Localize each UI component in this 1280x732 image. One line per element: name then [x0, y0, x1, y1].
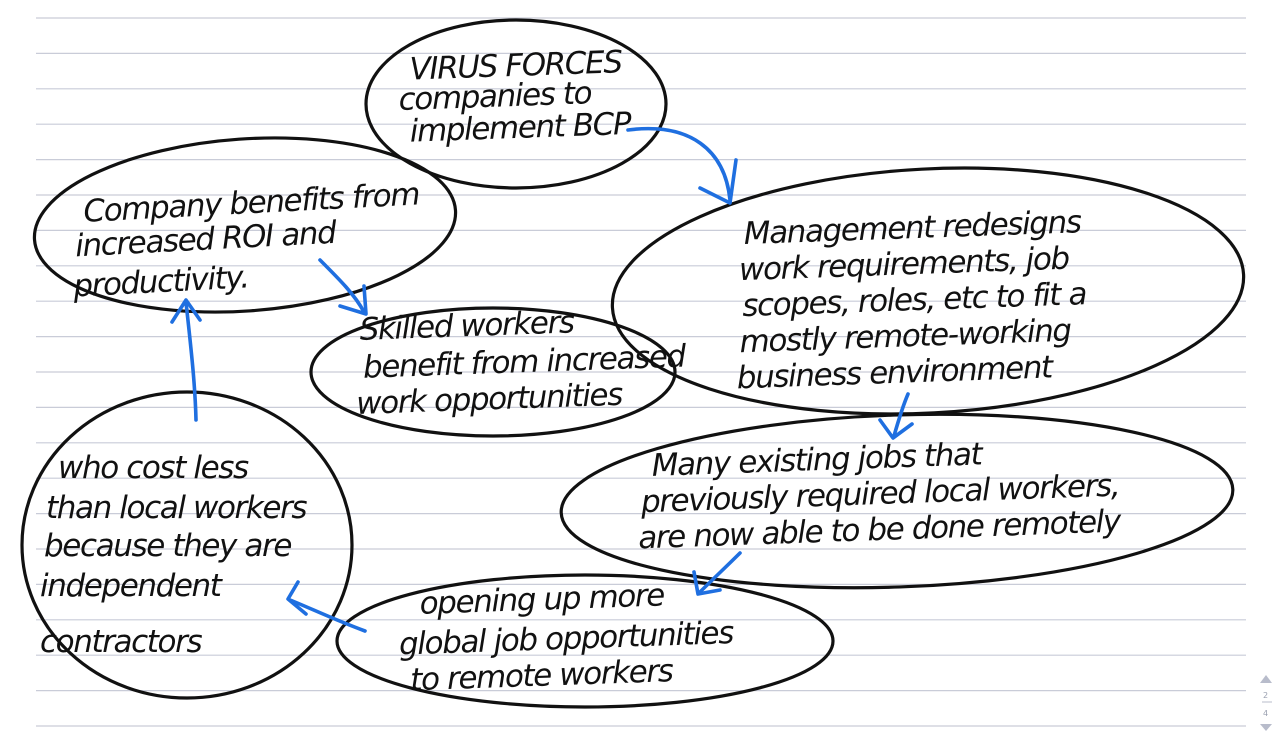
- node-skilled-workers-line: Skilled workers: [359, 304, 575, 347]
- node-cost-less-text: who cost less than local workers because…: [40, 450, 315, 660]
- page-up-icon[interactable]: [1260, 675, 1272, 683]
- node-cost-less-line: contractors: [40, 624, 202, 660]
- node-skilled-workers-oval: [309, 306, 677, 438]
- node-existing-jobs-text: Many existing jobs that previously requi…: [635, 431, 1129, 556]
- node-skilled-workers-text: Skilled workers benefit from increased w…: [353, 300, 695, 422]
- current-page: 2: [1263, 691, 1268, 700]
- node-cost-less-oval: [20, 390, 354, 700]
- node-global-jobs-text: opening up more global job opportunities…: [397, 575, 743, 699]
- page-down-icon[interactable]: [1260, 724, 1272, 731]
- node-company-benefits-oval: [32, 136, 458, 314]
- node-virus-line: companies to: [398, 75, 592, 118]
- node-cost-less-line: than local workers: [46, 490, 307, 526]
- node-virus-oval: [364, 18, 668, 190]
- node-cost-less-line: who cost less: [58, 450, 249, 486]
- node-virus-line: VIRUS FORCES: [409, 44, 623, 87]
- node-cost-less-line: because they are: [44, 528, 291, 564]
- node-virus-line: implement BCP: [409, 106, 632, 150]
- arrow-virus-to-management: [626, 126, 738, 205]
- node-management-text: Management redesigns work requirements, …: [731, 204, 1097, 396]
- node-global-jobs-oval: [335, 573, 835, 709]
- ruled-lines: [36, 17, 1246, 727]
- node-virus-text: VIRUS FORCES companies to implement BCP: [397, 44, 633, 150]
- arrow-cost-less-to-company-benefits: [170, 298, 202, 422]
- total-pages: 4: [1263, 709, 1268, 718]
- node-cost-less-line: independent: [40, 568, 224, 604]
- arrow-company-benefits-to-skilled-workers: [318, 258, 368, 316]
- arrow-existing-jobs-to-global-jobs: [692, 551, 742, 596]
- arrow-global-jobs-to-cost-less: [286, 580, 367, 633]
- page-navigator: 2 4: [1260, 675, 1272, 731]
- node-existing-jobs-oval: [559, 412, 1235, 590]
- node-global-jobs-line: opening up more: [419, 577, 665, 622]
- arrow-management-to-existing-jobs: [878, 392, 914, 440]
